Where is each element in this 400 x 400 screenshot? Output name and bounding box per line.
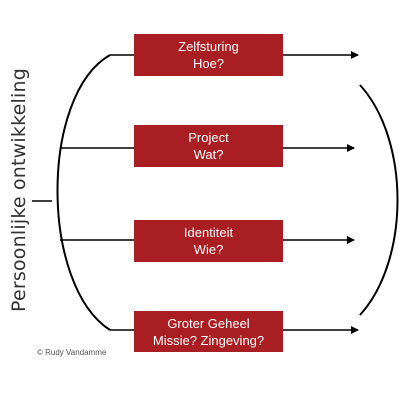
box-line2: Missie? Zingeving? (152, 332, 265, 348)
box-line2: Wie? (193, 242, 224, 257)
vertical-title: Persoonlijke ontwikkeling (8, 68, 30, 312)
box-line2: Hoe? (192, 56, 225, 71)
box-line1: Zelfsturing (178, 39, 239, 54)
box-line1: Project (188, 130, 229, 145)
box-line2: Wat? (193, 147, 224, 162)
left-bracket-arc (56, 54, 111, 331)
copyright-note: © Rudy Vandamme (37, 348, 107, 357)
box-identiteit: Identiteit Wie? (134, 220, 283, 262)
box-line1: Identiteit (183, 225, 234, 240)
box-zelfsturing: Zelfsturing Hoe? (134, 34, 283, 76)
box-line1: Groter Geheel (167, 315, 250, 331)
box-project: Project Wat? (134, 125, 283, 167)
right-bracket-arc (359, 84, 399, 316)
box-groter-geheel: Groter Geheel Missie? Zingeving? (134, 311, 283, 352)
